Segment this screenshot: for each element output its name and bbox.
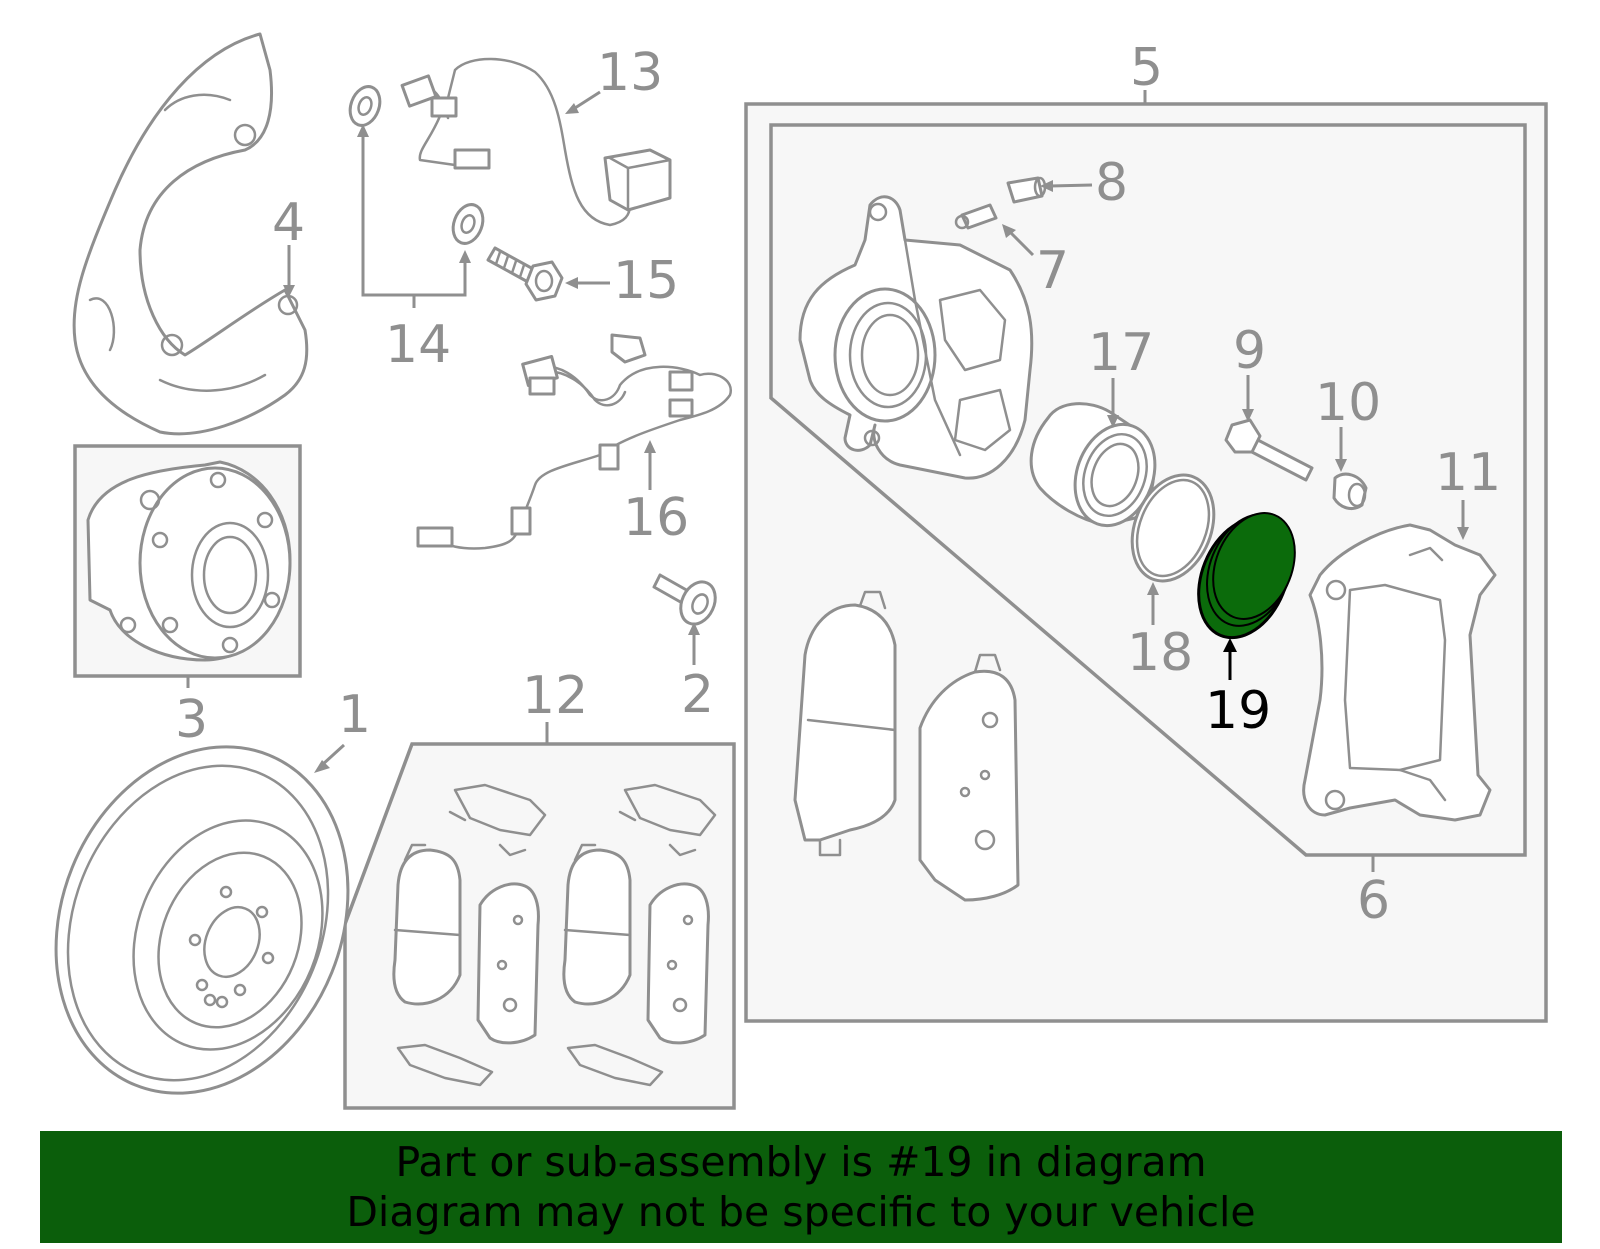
hub-bearing-part-3 — [86, 460, 292, 662]
callout-4: 4 — [272, 193, 305, 253]
copper-washers-part-14 — [348, 85, 485, 245]
caliper-piston-part-17 — [1029, 402, 1157, 528]
callout-6: 6 — [1357, 871, 1390, 931]
callout-9: 9 — [1233, 321, 1266, 381]
callout-7: 7 — [1036, 241, 1069, 301]
callout-13: 13 — [597, 43, 663, 103]
dust-shield-part-4 — [72, 32, 309, 436]
callout-14: 14 — [385, 315, 451, 375]
leader-lines — [186, 90, 1469, 872]
brake-hose-part-13 — [400, 57, 672, 227]
callout-16: 16 — [623, 488, 689, 548]
banner-line-2: Diagram may not be specific to your vehi… — [346, 1188, 1256, 1236]
callout-18: 18 — [1127, 623, 1193, 683]
caliper-housing — [798, 195, 1034, 480]
abs-sensor-harness-part-16 — [416, 333, 732, 550]
guide-bolt-part-9 — [1224, 418, 1314, 482]
callout-1: 1 — [338, 685, 371, 745]
bleeder-screw-part-7 — [954, 203, 998, 230]
callout-12: 12 — [522, 666, 588, 726]
callout-8: 8 — [1095, 153, 1128, 213]
callout-5: 5 — [1130, 38, 1163, 98]
callout-19-highlighted: 19 — [1205, 681, 1271, 741]
caliper-bracket-part-11 — [1302, 523, 1497, 822]
brake-pads-part-6 — [793, 590, 1020, 902]
pad-kit-box-12 — [343, 742, 736, 1110]
info-banner: Part or sub-assembly is #19 in diagram D… — [40, 1131, 1562, 1243]
brake-rotor-part-1 — [54, 745, 350, 1095]
pad-kit-contents-part-12 — [392, 783, 717, 1087]
callout-17: 17 — [1088, 323, 1154, 383]
piston-seal-part-18 — [1130, 473, 1216, 583]
bushing-part-10 — [1332, 472, 1368, 510]
callout-15: 15 — [613, 251, 679, 311]
banjo-bolt-part-15 — [486, 246, 564, 302]
dust-boot-part-19-highlighted — [1197, 512, 1296, 640]
callout-2: 2 — [681, 665, 714, 725]
callout-3: 3 — [175, 690, 208, 750]
callout-11: 11 — [1435, 443, 1501, 503]
callout-10: 10 — [1315, 373, 1381, 433]
callout-labels: 1 2 3 4 5 6 7 8 9 10 11 12 13 14 15 16 1… — [175, 38, 1501, 931]
banner-line-1: Part or sub-assembly is #19 in diagram — [395, 1138, 1207, 1186]
rotor-screw-part-2 — [652, 573, 717, 626]
